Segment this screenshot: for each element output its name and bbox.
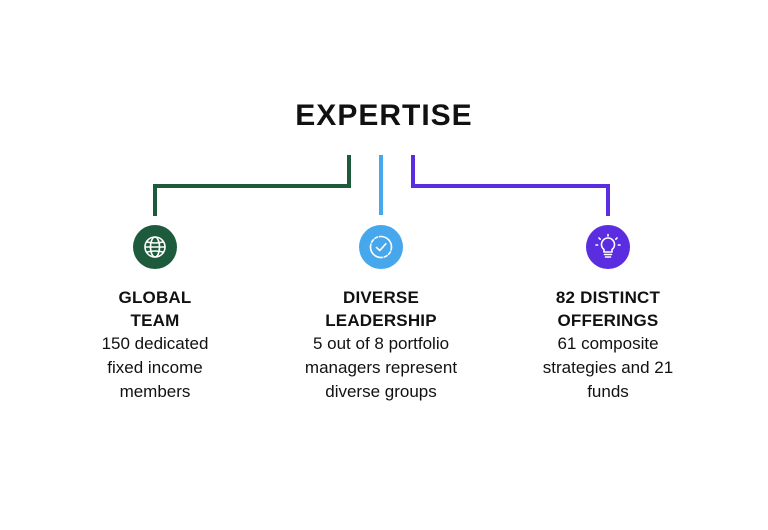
column-heading: DIVERSE LEADERSHIP bbox=[325, 288, 437, 330]
checkmark-badge-icon bbox=[369, 235, 393, 259]
lightbulb-icon bbox=[595, 233, 621, 258]
connector-purple bbox=[411, 155, 610, 216]
checkmark-icon-badge bbox=[359, 225, 403, 269]
globe-icon-badge bbox=[133, 225, 177, 269]
connector-green bbox=[153, 155, 351, 216]
column-diverse-leadership: DIVERSE LEADERSHIP 5 out of 8 portfolio … bbox=[271, 286, 491, 404]
column-distinct-offerings: 82 DISTINCT OFFERINGS 61 composite strat… bbox=[508, 286, 708, 404]
diagram-title: EXPERTISE bbox=[295, 99, 473, 132]
column-global-team: GLOBAL TEAM 150 dedicated fixed income m… bbox=[55, 286, 255, 404]
globe-icon bbox=[144, 236, 166, 258]
column-body: 150 dedicated fixed income members bbox=[101, 334, 209, 401]
column-body: 5 out of 8 portfolio managers represent … bbox=[304, 334, 458, 401]
column-heading: GLOBAL TEAM bbox=[118, 288, 192, 330]
column-heading: 82 DISTINCT OFFERINGS bbox=[555, 288, 661, 330]
lightbulb-icon-badge bbox=[586, 225, 630, 269]
column-body: 61 composite strategies and 21 funds bbox=[542, 334, 674, 401]
